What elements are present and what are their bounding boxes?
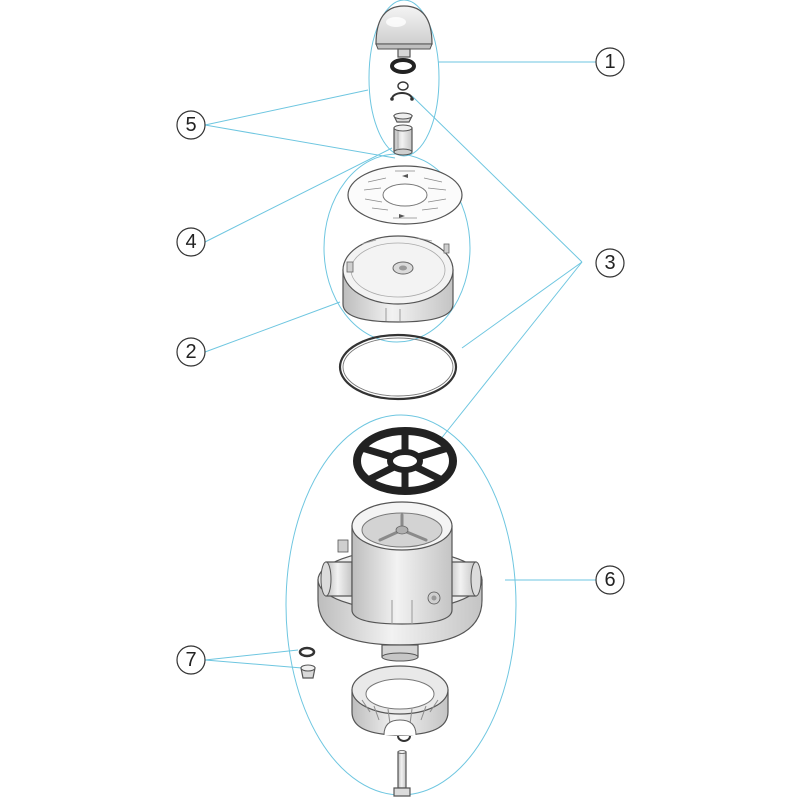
cap-knob xyxy=(375,5,433,58)
bolt xyxy=(393,750,411,797)
o-ring-small xyxy=(397,81,409,91)
valve-body xyxy=(317,501,483,662)
cone-washer xyxy=(393,112,413,123)
callout-7-label: 7 xyxy=(185,649,196,671)
leader-lines xyxy=(204,61,596,669)
callout-4: 4 xyxy=(176,227,206,257)
callout-6-label: 6 xyxy=(604,569,615,591)
spindle-shaft xyxy=(393,124,413,156)
callout-2-label: 2 xyxy=(185,341,196,363)
circlip-bottom xyxy=(397,735,411,742)
cover-lid xyxy=(342,235,454,323)
callout-3-label: 3 xyxy=(604,252,615,274)
label-disc xyxy=(347,165,463,225)
callout-7: 7 xyxy=(176,645,206,675)
group-outline-1 xyxy=(368,0,440,157)
lower-cup xyxy=(351,665,449,736)
callout-1: 1 xyxy=(595,47,625,77)
circlip-top xyxy=(390,92,414,101)
star-gasket xyxy=(353,427,457,495)
callout-3: 3 xyxy=(595,248,625,278)
callout-5: 5 xyxy=(176,110,206,140)
callout-5-label: 5 xyxy=(185,114,196,136)
callout-1-label: 1 xyxy=(604,51,615,73)
callout-6: 6 xyxy=(595,565,625,595)
large-o-ring xyxy=(338,333,458,401)
drain-plug xyxy=(300,664,316,679)
callout-2: 2 xyxy=(176,337,206,367)
washer-ring xyxy=(390,58,416,74)
callout-4-label: 4 xyxy=(185,231,196,253)
drain-washer xyxy=(298,646,316,658)
